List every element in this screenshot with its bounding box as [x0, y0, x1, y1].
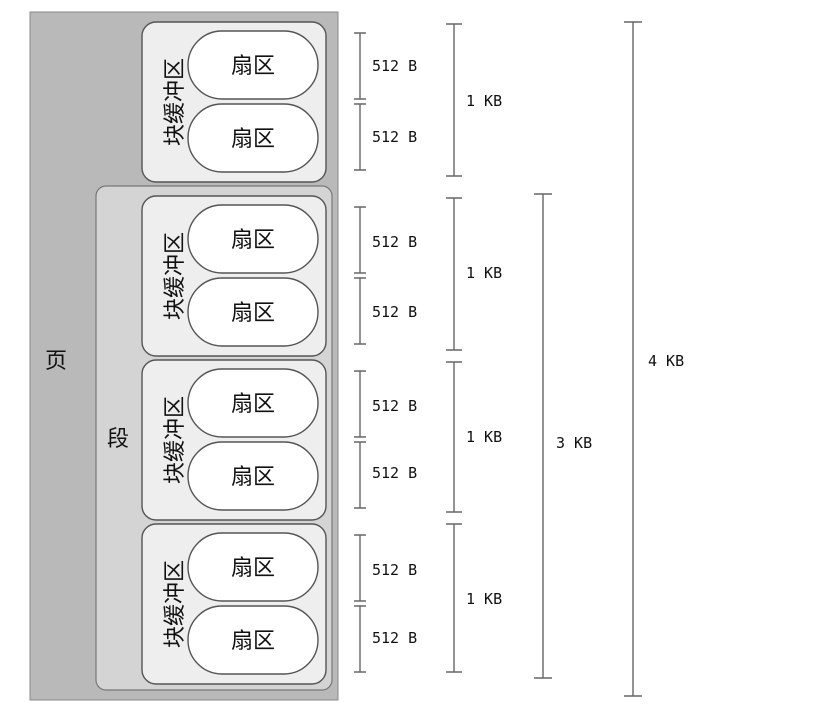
- buffer-size-label-3: 1 KB: [466, 428, 502, 446]
- sector-label-2: 扇区: [231, 127, 275, 152]
- buffer-label-1: 块缓冲区: [163, 58, 188, 146]
- sector-label-3: 扇区: [231, 228, 275, 253]
- buffer-size-label-2: 1 KB: [466, 264, 502, 282]
- sector-size-bracket-3: 512 B: [354, 206, 417, 274]
- sector-size-label-5: 512 B: [372, 397, 417, 415]
- buffer-size-bracket-1: 1 KB: [446, 23, 502, 177]
- block-buffer-3: 块缓冲区 扇区 扇区: [141, 359, 327, 521]
- sector-label-6: 扇区: [231, 465, 275, 490]
- sector-8: [187, 605, 319, 675]
- buffer-size-label-4: 1 KB: [466, 590, 502, 608]
- sector-7: [187, 532, 319, 602]
- segment-size-label: 3 KB: [556, 434, 592, 452]
- sector-size-bracket-8: 512 B: [354, 605, 417, 673]
- sector-label-8: 扇区: [231, 629, 275, 654]
- sector-size-bracket-5: 512 B: [354, 370, 417, 438]
- sector-6: [187, 441, 319, 511]
- buffer-label-2: 块缓冲区: [163, 232, 188, 320]
- sector-size-label-3: 512 B: [372, 233, 417, 251]
- sector-size-label-8: 512 B: [372, 629, 417, 647]
- sector-size-bracket-7: 512 B: [354, 534, 417, 602]
- sector-size-bracket-6: 512 B: [354, 441, 417, 509]
- sector-label-4: 扇区: [231, 301, 275, 326]
- block-buffer-4: 块缓冲区 扇区 扇区: [141, 523, 327, 685]
- sector-size-bracket-2: 512 B: [354, 103, 417, 171]
- buffer-size-bracket-3: 1 KB: [446, 361, 502, 513]
- block-buffer-2: 块缓冲区 扇区 扇区: [141, 195, 327, 357]
- sector-size-label-1: 512 B: [372, 57, 417, 75]
- sector-size-bracket-1: 512 B: [354, 32, 417, 100]
- sector-label-7: 扇区: [231, 556, 275, 581]
- sector-size-label-7: 512 B: [372, 561, 417, 579]
- page-size-label: 4 KB: [648, 352, 684, 370]
- page-label: 页: [45, 349, 67, 374]
- sector-3: [187, 204, 319, 274]
- page-size-bracket: 4 KB: [624, 21, 684, 697]
- sector-1: [187, 30, 319, 100]
- block-buffer-1: 块缓冲区 扇区 扇区: [141, 21, 327, 183]
- sector-size-label-6: 512 B: [372, 464, 417, 482]
- sector-label-5: 扇区: [231, 392, 275, 417]
- buffer-size-bracket-2: 1 KB: [446, 197, 502, 351]
- buffer-label-4: 块缓冲区: [163, 560, 188, 648]
- segment-label: 段: [107, 427, 129, 452]
- sector-size-label-4: 512 B: [372, 303, 417, 321]
- sector-label-1: 扇区: [231, 54, 275, 79]
- buffer-size-label-1: 1 KB: [466, 92, 502, 110]
- sector-2: [187, 103, 319, 173]
- sector-size-bracket-4: 512 B: [354, 277, 417, 345]
- sector-4: [187, 277, 319, 347]
- sector-5: [187, 368, 319, 438]
- segment-size-bracket: 3 KB: [534, 193, 592, 679]
- buffer-size-bracket-4: 1 KB: [446, 523, 502, 673]
- sector-size-label-2: 512 B: [372, 128, 417, 146]
- buffer-label-3: 块缓冲区: [163, 396, 188, 484]
